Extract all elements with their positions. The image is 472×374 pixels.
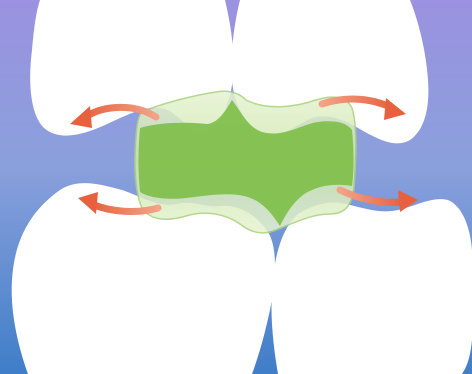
interdental-filler <box>135 91 356 233</box>
lower-right-tooth <box>271 199 472 374</box>
